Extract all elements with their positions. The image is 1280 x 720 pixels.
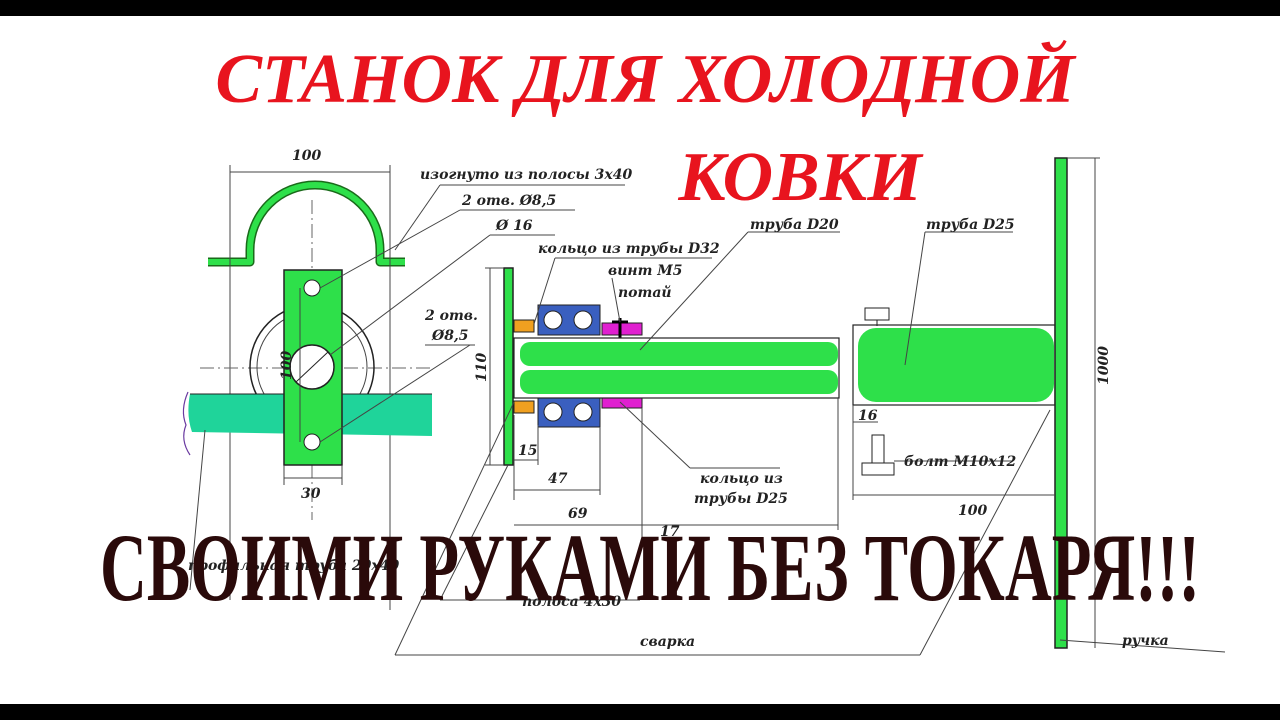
label-countersunk: потай [618,284,672,301]
label-ring-d32: кольцо из трубы D32 [538,241,720,257]
label-strip-4x30: полоса 4х30 [522,594,621,610]
label-two-holes-left-1: 2 отв. [424,308,478,324]
label-bent-strip: изогнуто из полосы 3х40 [420,167,632,183]
dim-100-right: 100 [958,503,987,519]
handle [1055,158,1067,648]
dim-69: 69 [568,506,588,522]
dim-17: 17 [660,524,680,540]
label-two-holes-left-2: Ø8,5 [431,328,469,344]
bent-strip [208,180,405,267]
dim-47: 47 [548,471,568,487]
label-ring-d25-1: кольцо из [700,471,783,487]
label-diameter-16: Ø 16 [495,218,533,234]
pipe-d25 [852,324,1056,406]
label-profile-pipe: профильная труба 20х40 [188,558,399,574]
label-handle: ручка [1122,633,1169,649]
dim-100-top: 100 [292,148,321,164]
label-bolt: болт М10х12 [904,454,1016,470]
dim-16: 16 [858,408,878,424]
title-line-1: СТАНОК ДЛЯ ХОЛОДНОЙ [215,40,1077,118]
dim-15: 15 [518,443,537,459]
subtitle: СВОИМИ РУКАМИ БЕЗ ТОКАРЯ!!! [100,514,1200,621]
dim-100-vertical: 100 [279,351,295,380]
label-pipe-d25: труба D25 [926,217,1015,233]
label-screw-m5: винт М5 [608,263,683,279]
dim-1000: 1000 [1096,346,1112,385]
pipe-d20 [513,337,840,399]
diagram-canvas: 100 100 30 изогнуто из полосы 3х40 2 отв… [0,16,1280,704]
bearing-top [537,304,601,336]
dim-110: 110 [474,353,490,382]
label-ring-d25-2: трубы D25 [694,491,788,507]
title-line-2: КОВКИ [677,139,924,216]
flange-strip [504,268,513,465]
dim-30: 30 [301,486,321,502]
label-weld: сварка [640,634,695,650]
bearing-bottom [537,396,601,428]
label-pipe-d20: труба D20 [750,217,839,233]
drawing: 100 100 30 изогнуто из полосы 3х40 2 отв… [100,40,1226,656]
label-two-holes-top: 2 отв. Ø8,5 [461,193,556,209]
